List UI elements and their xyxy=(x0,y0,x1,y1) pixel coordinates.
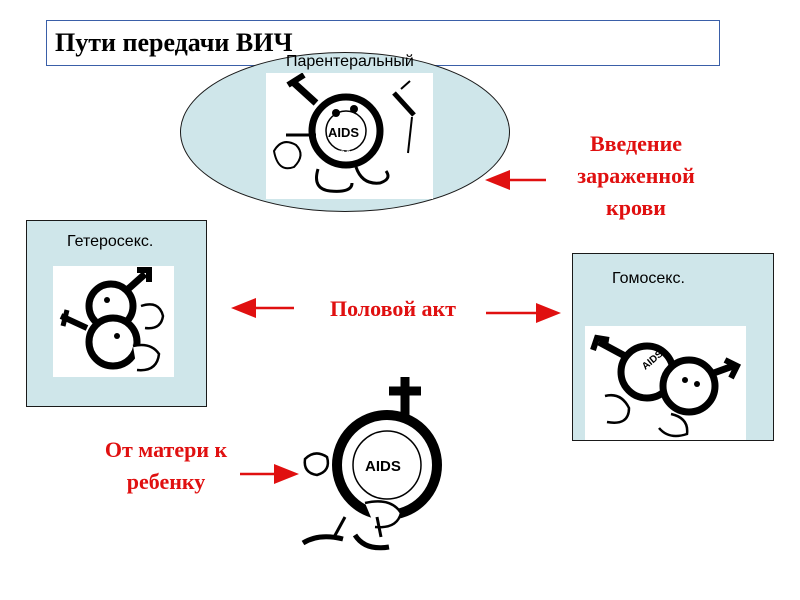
male-female-cartoon-icon xyxy=(53,266,174,377)
blood-label: Введение зараженной крови xyxy=(577,131,695,220)
syringe-cartoon-icon: AIDS HEP-B xyxy=(266,73,433,199)
sexual-label: Половой акт xyxy=(329,296,456,321)
aids-text: AIDS xyxy=(328,125,359,140)
parenteral-label: Парентеральный xyxy=(286,53,414,70)
svg-text:AIDS: AIDS xyxy=(365,458,401,475)
homo-label: Гомосекс. xyxy=(612,270,685,287)
hetero-label: Гетеросекс. xyxy=(67,233,154,250)
hep-text: HEP-B xyxy=(332,151,351,157)
mother-label: От матери к ребенку xyxy=(104,437,228,494)
male-male-cartoon-icon: AIDS xyxy=(585,326,746,440)
page-title: Пути передачи ВИЧ xyxy=(55,28,293,57)
female-cartoon-icon: AIDS xyxy=(285,367,450,557)
